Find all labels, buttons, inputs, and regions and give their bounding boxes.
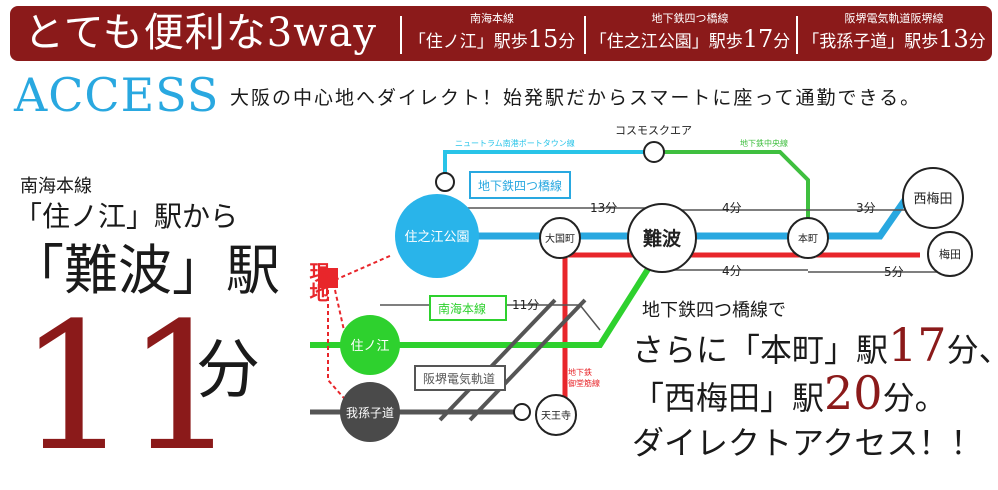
route-minutes: 15 — [527, 25, 559, 53]
left-from-station: 「住ノ江」駅から — [14, 200, 239, 233]
station-daikokucho-marker — [539, 217, 581, 259]
station-cosmo-marker — [643, 141, 665, 163]
time-honmachi-nishiumeda: 3分 — [856, 201, 876, 215]
left-destination: 「難波」駅 — [10, 239, 280, 302]
walk-route-suminoe-koen — [334, 254, 393, 281]
hankai-branch — [438, 298, 557, 422]
midosuji-label: 御堂筋線 — [568, 378, 600, 388]
hankai-label: 阪堺電気軌道 — [423, 371, 495, 386]
station-suminoe-marker — [340, 315, 400, 375]
station-namba-label: 難波 — [643, 227, 682, 250]
route-unit: 分 — [968, 32, 986, 52]
station-suminoe-koen-label: 住之江公園 — [404, 230, 469, 245]
banner-divider — [400, 16, 402, 54]
time-bracket — [808, 268, 941, 273]
station-abikomichi-marker — [340, 382, 400, 442]
banner-divider — [584, 16, 586, 54]
station-hankai-stop-marker — [513, 403, 531, 421]
hankai-branch — [468, 298, 587, 422]
banner-title: とても便利な3way — [24, 10, 377, 56]
route-station: 「住之江公園」駅歩 — [589, 32, 743, 52]
station-honmachi-marker — [787, 217, 829, 259]
nankai-label: 南海本線 — [438, 301, 486, 316]
chuo-line — [654, 150, 810, 236]
right-line-4: ダイレクトアクセス！！ — [632, 424, 983, 462]
station-tennoji-label: 天王寺 — [541, 410, 571, 422]
route-line-name: 地下鉄四つ橋線 — [651, 12, 729, 25]
current-location-label: 現地 — [306, 262, 330, 302]
station-namba-marker — [627, 203, 697, 273]
route-unit: 分 — [773, 32, 791, 52]
newtram-line — [443, 150, 654, 180]
route-minutes: 13 — [938, 25, 969, 53]
header-banner: とても便利な3way 南海本線 「住ノ江」駅歩15分 地下鉄四つ橋線 「住之江公… — [10, 6, 992, 61]
station-nishi-umeda-marker — [902, 167, 964, 229]
access-description: 大阪の中心地へダイレクト！始発駅だからスマートに座って通勤できる。 — [230, 87, 922, 109]
station-nishi-umeda-label: 西梅田 — [913, 192, 952, 207]
station-suminoe-label: 住ノ江 — [350, 339, 389, 354]
current-location-marker — [318, 268, 338, 288]
access-heading: ACCESS — [14, 68, 220, 122]
time-honmachi-umeda: 5分 — [884, 265, 904, 279]
station-suminoe-koen-marker — [395, 194, 479, 278]
route-unit: 分 — [558, 32, 576, 52]
route-line-name: 阪堺電気軌道阪堺線 — [844, 12, 944, 25]
walk-route-abikomichi — [327, 290, 351, 406]
route-minutes: 17 — [742, 25, 774, 53]
time-yotsubashi-namba: 13分 — [590, 201, 617, 215]
right-line-3: 「西梅田」駅20分。 — [632, 370, 947, 421]
left-minutes-unit: 分 — [196, 334, 260, 408]
newtram-label: ニュートラム南港ポートタウン線 — [455, 138, 575, 148]
banner-divider — [796, 16, 798, 54]
yotsubashi-line — [440, 198, 908, 240]
chuo-label: 地下鉄中央線 — [740, 138, 788, 148]
walk-route-suminoe — [334, 289, 346, 336]
station-abikomichi-label: 我孫子道 — [346, 406, 394, 420]
right-line-1: 地下鉄四つ橋線で — [642, 300, 786, 321]
station-honmachi-label: 本町 — [798, 232, 818, 245]
right-line-2-text: さらに「本町」駅 — [632, 331, 889, 369]
nankai-line — [310, 256, 658, 348]
right-line-2-number: 17 — [888, 318, 947, 372]
yotsubashi-label: 地下鉄四つ橋線 — [478, 178, 562, 193]
route-nankai: 南海本線 「住ノ江」駅歩15分 — [402, 12, 582, 55]
route-station: 「住ノ江」駅歩 — [408, 32, 528, 52]
time-namba-honmachi-upper: 4分 — [722, 201, 742, 215]
right-line-3-number: 20 — [824, 366, 883, 420]
route-station: 「我孫子道」駅歩 — [802, 32, 939, 52]
station-cosmo-label: コスモスクエア — [615, 124, 692, 137]
left-line-name: 南海本線 — [20, 176, 92, 197]
route-line-name: 南海本線 — [470, 12, 514, 25]
right-line-2: さらに「本町」駅17分、 — [632, 322, 998, 373]
station-tennoji-marker — [535, 394, 577, 436]
left-minutes-number: 11 — [18, 285, 238, 490]
midosuji-label: 地下鉄 — [568, 367, 592, 377]
station-newtram-end-marker — [435, 172, 455, 192]
time-nankai-namba: 11分 — [512, 298, 539, 312]
route-yotsubashi: 地下鉄四つ橋線 「住之江公園」駅歩17分 — [586, 12, 794, 55]
route-hankai: 阪堺電気軌道阪堺線 「我孫子道」駅歩13分 — [798, 12, 990, 55]
right-line-2-unit: 分、 — [946, 331, 998, 369]
time-namba-honmachi-lower: 4分 — [722, 264, 742, 278]
right-line-3-text: 「西梅田」駅 — [632, 379, 825, 417]
station-umeda-label: 梅田 — [939, 247, 961, 261]
station-daikokucho-label: 大国町 — [545, 232, 575, 245]
station-umeda-marker — [927, 231, 973, 277]
right-line-3-unit: 分。 — [882, 379, 947, 417]
